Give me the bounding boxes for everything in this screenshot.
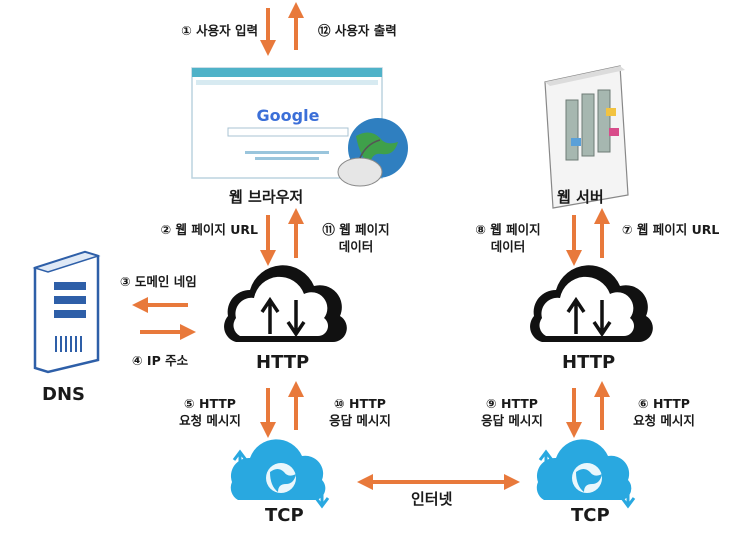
globe-mouse-icon	[337, 118, 408, 187]
step-10-line2: 응답 메시지	[329, 413, 391, 428]
internet-title: 인터넷	[411, 490, 453, 508]
step-6-line1: ⑥ HTTP	[638, 396, 690, 411]
arrows	[132, 2, 610, 490]
step-9-line1: ⑨ HTTP	[486, 396, 538, 411]
http-cloud-left-icon	[224, 265, 347, 343]
step-10-label: ⑩ HTTP 응답 메시지	[318, 395, 402, 429]
step-8-label: ⑧ 웹 페이지 데이터	[466, 221, 550, 255]
step-11-line1: ⑪ 웹 페이지	[322, 222, 390, 237]
step-2-label: ② 웹 페이지 URL	[160, 222, 258, 237]
step-12-label: ⑫ 사용자 출력	[318, 23, 397, 38]
step-5-line2: 요청 메시지	[179, 413, 241, 428]
step-3-label: ③ 도메인 네임	[120, 274, 197, 289]
web-server-icon	[544, 65, 629, 209]
step-4-label: ④ IP 주소	[132, 353, 189, 368]
step-6-line2: 요청 메시지	[633, 413, 695, 428]
step-5-line1: ⑤ HTTP	[184, 396, 236, 411]
step-6-label: ⑥ HTTP 요청 메시지	[622, 395, 706, 429]
dns-server-icon	[32, 250, 101, 374]
step-9-label: ⑨ HTTP 응답 메시지	[470, 395, 554, 429]
tcp-cloud-left-icon	[230, 439, 330, 509]
http-left-title: HTTP	[256, 352, 310, 373]
step-11-line2: 데이터	[338, 239, 374, 254]
tcp-left-title: TCP	[265, 505, 304, 526]
browser-title: 웹 브라우저	[229, 188, 304, 206]
server-title: 웹 서버	[557, 188, 604, 206]
google-logo: Google	[257, 106, 320, 125]
tcp-right-title: TCP	[571, 505, 610, 526]
step-7-label: ⑦ 웹 페이지 URL	[622, 222, 720, 237]
http-right-title: HTTP	[562, 352, 616, 373]
step-11-label: ⑪ 웹 페이지 데이터	[314, 221, 398, 255]
http-cloud-right-icon	[530, 265, 653, 343]
step-8-line1: ⑧ 웹 페이지	[475, 222, 541, 237]
step-5-label: ⑤ HTTP 요청 메시지	[168, 395, 252, 429]
tcp-cloud-right-icon	[536, 439, 636, 509]
dns-title: DNS	[42, 384, 85, 405]
step-9-line2: 응답 메시지	[481, 413, 543, 428]
step-10-line1: ⑩ HTTP	[334, 396, 386, 411]
step-8-line2: 데이터	[490, 239, 526, 254]
step-1-label: ① 사용자 입력	[181, 23, 258, 38]
